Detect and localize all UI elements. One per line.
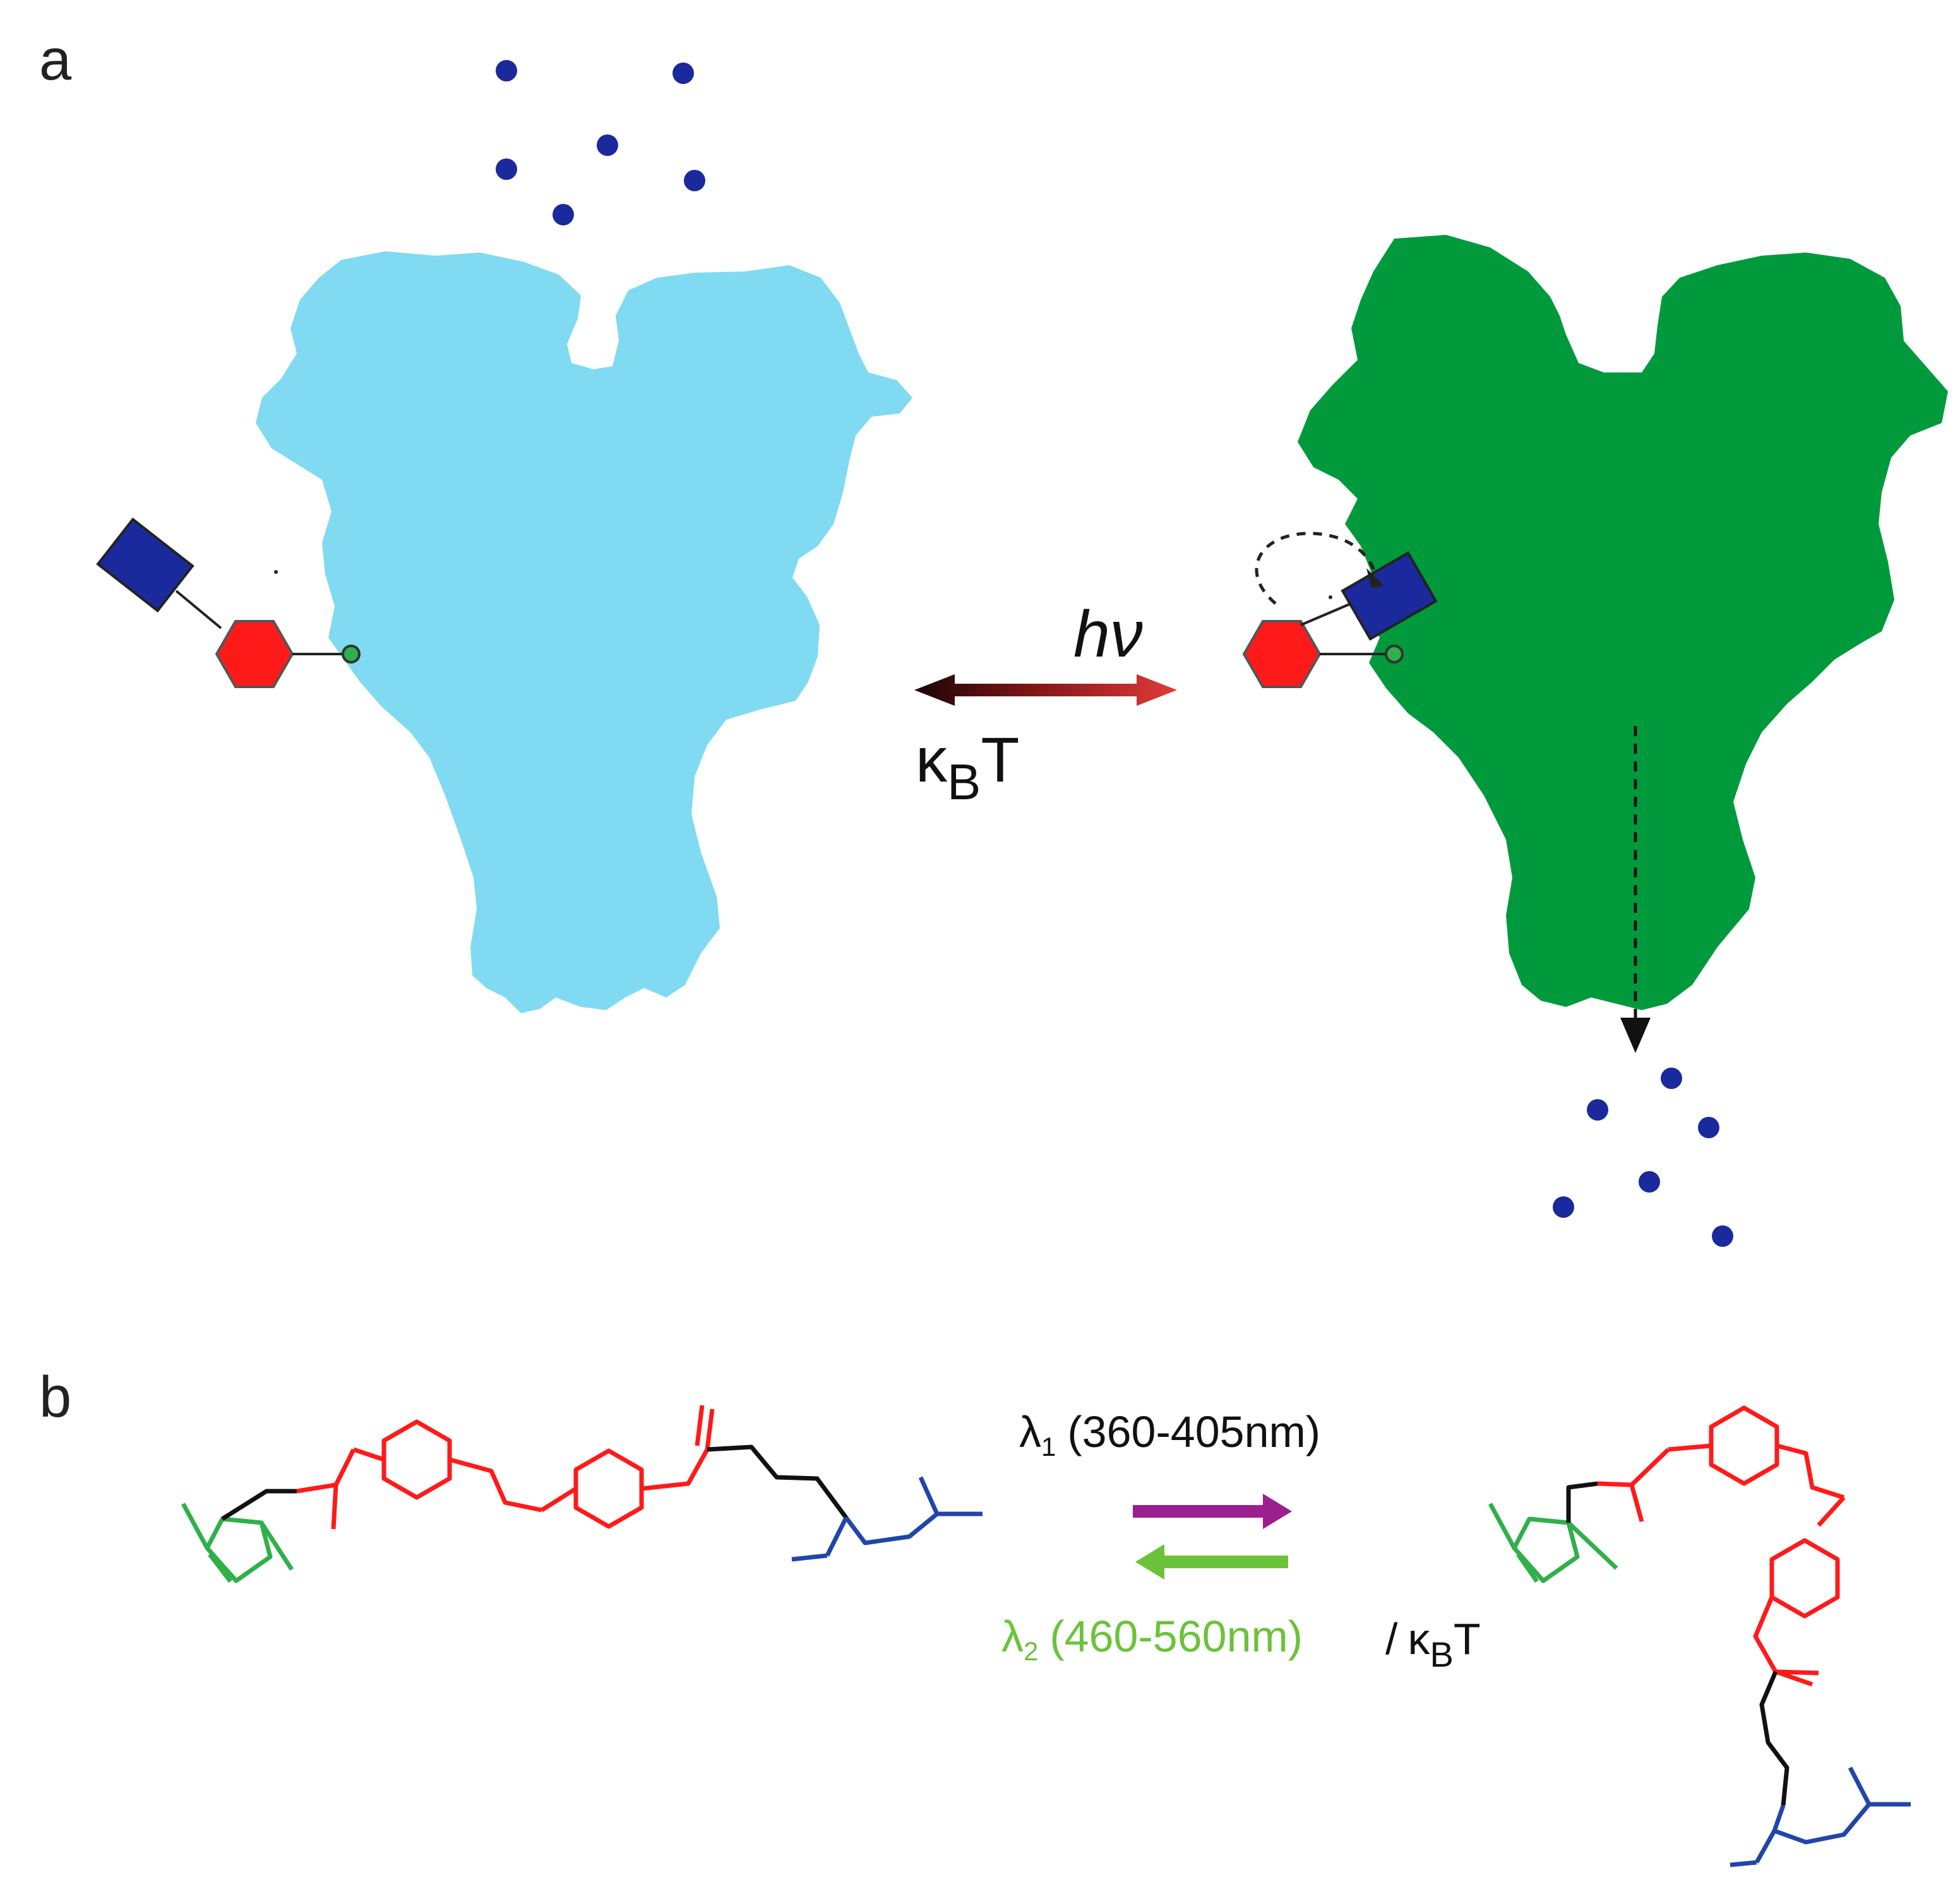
photoswitch-open bbox=[1242, 532, 1438, 688]
isomerization-arrowhead-icon bbox=[1366, 568, 1384, 588]
amide-bond bbox=[1753, 1596, 1819, 1676]
panel-b-label: b bbox=[39, 1365, 71, 1429]
amide-nh-bond bbox=[333, 1448, 356, 1486]
linker-chain bbox=[221, 1489, 297, 1521]
panel-a-label: a bbox=[39, 28, 72, 92]
anchor-point bbox=[1385, 645, 1404, 664]
isomerization-arrow bbox=[1255, 532, 1377, 605]
ligand-dot bbox=[597, 134, 618, 156]
molecule-cis bbox=[1488, 1405, 1911, 1867]
carboxyl-bond bbox=[1730, 1860, 1757, 1867]
azobenzene-core bbox=[296, 1405, 715, 1530]
carbonyl-bond bbox=[1516, 1552, 1539, 1583]
azo-bond bbox=[449, 1457, 542, 1513]
nh-ring-bond bbox=[352, 1447, 385, 1462]
ligands-top bbox=[496, 60, 705, 225]
carbonyl-bond bbox=[260, 1521, 294, 1571]
ligand-binding-mark bbox=[274, 570, 278, 574]
linker-chain bbox=[1566, 1481, 1598, 1523]
amine-bond bbox=[1848, 1766, 1872, 1806]
carbonyl-bond bbox=[1774, 1669, 1814, 1687]
maleimide-ring bbox=[1512, 1516, 1580, 1583]
carbonyl-bond bbox=[1567, 1521, 1618, 1570]
ligand-dot bbox=[1553, 1196, 1574, 1218]
thermal-label: κBT bbox=[916, 725, 1019, 810]
transition-arrow: hν κBT bbox=[914, 598, 1177, 810]
amide-bond bbox=[641, 1408, 715, 1491]
benzene-ring bbox=[381, 1419, 452, 1500]
maleimide-group bbox=[1488, 1503, 1618, 1583]
forward-arrow-icon bbox=[1133, 1494, 1292, 1529]
ligand-block bbox=[96, 517, 194, 613]
ligand-dot bbox=[496, 158, 517, 180]
amide-bond bbox=[296, 1482, 338, 1530]
benzene-ring bbox=[1709, 1405, 1779, 1486]
ligand-block bbox=[1341, 551, 1438, 641]
amine-bond bbox=[918, 1476, 940, 1515]
ligand-dot bbox=[1698, 1117, 1719, 1138]
anchor-point bbox=[342, 645, 361, 664]
thermal-relaxation-label: /κBT bbox=[1385, 1614, 1481, 1674]
lambda2-label: λ2(460-560nm) bbox=[1001, 1612, 1303, 1666]
ligand-dot bbox=[553, 204, 574, 225]
ligand-dot bbox=[496, 60, 517, 81]
glutamate-group bbox=[791, 1476, 983, 1562]
linker-bond bbox=[175, 590, 222, 629]
ligand-dot bbox=[1587, 1099, 1608, 1121]
glutamate-chain bbox=[844, 1511, 983, 1545]
azobenzene-hexagon bbox=[1242, 620, 1322, 688]
alkyl-chain bbox=[1759, 1670, 1790, 1806]
benzene-ring bbox=[573, 1448, 644, 1529]
carbonyl-bond bbox=[695, 1405, 705, 1446]
maleimide-group bbox=[181, 1503, 294, 1583]
benzene-ring bbox=[1769, 1538, 1840, 1619]
light-label: hν bbox=[1073, 598, 1143, 671]
azobenzene-hexagon bbox=[215, 620, 294, 688]
ligand-dot bbox=[672, 63, 694, 84]
carboxyl-bond bbox=[791, 1553, 828, 1562]
ligand-dot bbox=[684, 170, 705, 191]
maleimide-ring bbox=[205, 1516, 273, 1583]
carbonyl-bond bbox=[208, 1552, 232, 1583]
ring-nh-bond bbox=[541, 1487, 577, 1512]
azo-bond bbox=[1776, 1443, 1845, 1500]
reverse-arrow-icon bbox=[1135, 1544, 1288, 1580]
lambda1-label: λ1(360-405nm) bbox=[1019, 1407, 1320, 1461]
ligand-dot bbox=[1712, 1225, 1733, 1247]
receptor-closed bbox=[256, 251, 912, 1013]
carboxyl-bond bbox=[1754, 1830, 1777, 1864]
amide-bond bbox=[1597, 1481, 1644, 1522]
ligands-bottom bbox=[1553, 1068, 1733, 1247]
glutamate-chain bbox=[1772, 1802, 1911, 1845]
switching-arrows: λ1(360-405nm) λ2(460-560nm) /κBT bbox=[1001, 1407, 1481, 1674]
photoswitch-closed bbox=[96, 517, 361, 688]
carbonyl-bond bbox=[1488, 1503, 1517, 1549]
release-arrowhead-icon bbox=[1620, 1018, 1651, 1053]
ligand-dot bbox=[1661, 1068, 1682, 1089]
carboxyl-bond bbox=[825, 1516, 849, 1557]
carbonyl-bond bbox=[181, 1503, 210, 1549]
azobenzene-core bbox=[1597, 1405, 1846, 1687]
linker-bond bbox=[1300, 602, 1353, 626]
glutamate-group bbox=[1730, 1766, 1911, 1867]
nh-ring-bond bbox=[1668, 1443, 1712, 1452]
azo-link bbox=[1817, 1496, 1846, 1527]
double-arrow-icon bbox=[914, 674, 1177, 706]
ligand-dot bbox=[1639, 1171, 1660, 1193]
molecule-trans bbox=[181, 1405, 983, 1583]
receptor-open bbox=[1298, 235, 1948, 1010]
alkyl-chain bbox=[707, 1444, 848, 1520]
ligand-binding-mark bbox=[1329, 595, 1332, 599]
amide-nh-bond bbox=[1630, 1448, 1670, 1487]
